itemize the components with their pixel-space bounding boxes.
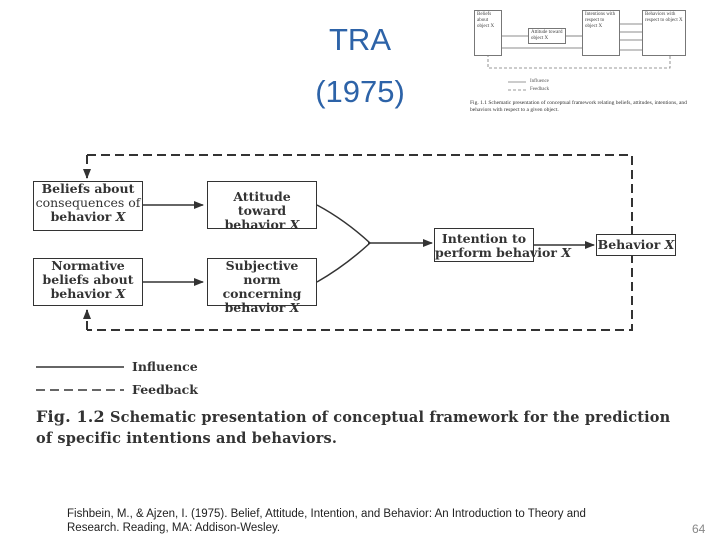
subjective-norm-box: Subjective norm concerning behavior X [207,258,317,315]
slide-title-line2: (1975) [315,74,405,109]
legend-feedback-label: Feedback [132,382,198,397]
thumbnail-legend-influence: Influence [530,79,549,84]
citation: Fishbein, M., & Ajzen, I. (1975). Belief… [67,508,586,534]
normative-beliefs-box: Normative beliefs about behavior X [33,258,143,306]
figure-caption-text: Schematic presentation of conceptual fra… [36,409,671,447]
beliefs-box: Beliefs about consequences of behavior X [33,181,143,231]
thumbnail-caption: Fig. 1.1 Schematic presentation of conce… [470,100,687,113]
thumbnail-legend-feedback: Feedback [530,87,550,92]
behavior-box: Behavior X [596,234,676,256]
intention-box: Intention to perform behavior X [434,228,571,262]
attitude-box: Attitude toward behavior X [207,181,317,232]
thumbnail-arrows [487,23,671,91]
page-number: 64 [692,522,706,536]
legend-influence-label: Influence [132,359,198,374]
slide-title-line1: TRA [329,22,391,57]
figure-caption-label: Fig. 1.2 [36,407,105,426]
figure-caption: Fig. 1.2 Schematic presentation of conce… [36,406,686,449]
